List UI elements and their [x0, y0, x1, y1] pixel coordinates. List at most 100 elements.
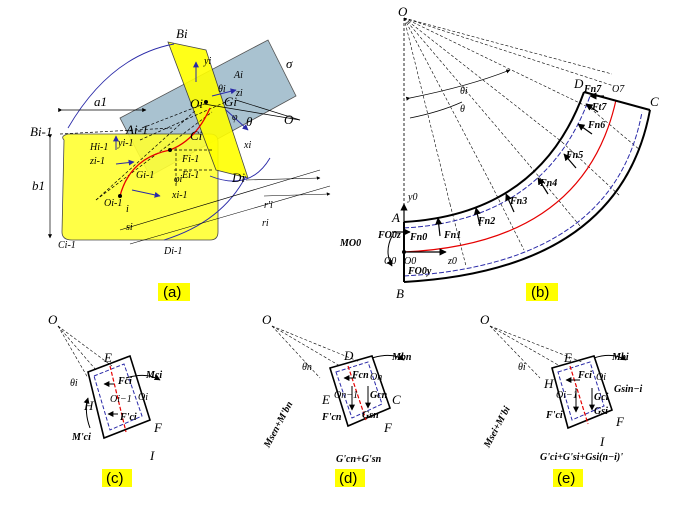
label-O-nm1: On−1	[334, 390, 358, 401]
label-i-index: i	[126, 204, 129, 215]
label-G-sum-e: G'ci+G'si+Gsi(n−i)'	[540, 452, 623, 463]
caption-d-bg	[335, 469, 365, 487]
label-y-i: yi	[203, 56, 211, 67]
label-A-b: A	[391, 210, 400, 225]
label-F-ci-prime: F'ci	[119, 412, 137, 423]
panel-e: O θi E Mbi H Fci Oi Oi−1 Gsin−i Gci Gsi …	[480, 312, 643, 487]
panel-d: O θn D Mbn Fcn On E On−1 Gcn C F'cn Gsn …	[261, 312, 412, 487]
label-O-d: O	[262, 312, 272, 327]
label-x-im1: xi-1	[171, 190, 188, 201]
label-F-e: F	[615, 414, 625, 429]
label-E-im1: Ei-1	[181, 170, 199, 181]
label-B-b: B	[396, 286, 404, 301]
label-F-n0: Fn0	[409, 232, 427, 243]
label-F-ci: Fci	[117, 376, 132, 387]
label-a1: a1	[94, 94, 107, 109]
label-y-im1: yi-1	[117, 138, 134, 149]
label-F-n4: Fn4	[539, 178, 557, 189]
label-G-sn: Gsn	[362, 410, 379, 421]
label-G-sum-d: G'cn+G'sn	[336, 454, 382, 465]
label-theta-n: θn	[302, 362, 312, 373]
label-H-e: H	[543, 376, 554, 391]
label-F-ci-e: Fci	[577, 370, 592, 381]
label-B-i: Bi	[176, 26, 188, 41]
label-O0-left: O0	[384, 256, 396, 267]
label-B-im1: Bi-1	[30, 124, 52, 139]
label-F-n3: Fn3	[509, 196, 527, 207]
label-O7: O7	[612, 84, 625, 95]
label-F-im1: Fi-1	[181, 154, 199, 165]
label-C-b: C	[650, 94, 659, 109]
label-F-n2: Fn2	[477, 216, 495, 227]
label-theta-i-e: θi	[518, 362, 526, 373]
label-r-prime-i: r'i	[264, 200, 273, 211]
label-H-im1: Hi-1	[89, 142, 108, 153]
label-F-cn-prime: F'cn	[321, 412, 342, 423]
label-O-c: O	[48, 312, 58, 327]
caption-e: (e)	[557, 470, 575, 487]
label-F-O0y: FO0y	[407, 266, 432, 277]
caption-c: (c)	[106, 470, 124, 487]
label-r-i: ri	[262, 218, 269, 229]
label-F-n7: Fn7	[583, 84, 602, 95]
section-i-1	[61, 133, 219, 241]
label-M-bn: Mbn	[391, 352, 412, 363]
label-C-d: C	[392, 392, 401, 407]
label-E-d: E	[321, 392, 330, 407]
label-F-ci-prime-e: F'ci	[545, 410, 563, 421]
label-b1: b1	[32, 178, 45, 193]
label-G-si-top: Gsin−i	[614, 384, 643, 395]
label-G-si-e: Gsi	[594, 406, 608, 417]
caption-d: (d)	[339, 470, 357, 487]
label-M-sum-e: Msei+M'bi	[481, 404, 512, 450]
caption-c-bg	[102, 469, 132, 487]
label-O-e: O	[480, 312, 490, 327]
label-M-ci-prime: M'ci	[71, 432, 91, 443]
label-M-ci: Mci	[145, 370, 162, 381]
label-C-i: Ci	[190, 128, 203, 143]
label-z-im1: zi-1	[89, 156, 105, 167]
label-M-sum-d: Msen+M'bn	[261, 399, 295, 450]
label-F-c: F	[153, 420, 163, 435]
label-G-im1: Gi-1	[136, 170, 154, 181]
label-theta-a: θ	[246, 114, 253, 129]
caption-a-bg	[158, 283, 190, 301]
label-O-n: On	[370, 372, 382, 383]
label-phi-a: φ	[232, 112, 238, 123]
label-F-cn: Fcn	[351, 370, 369, 381]
panel-b: O D Fn7 O7 C θi θ Ft7 Fn6 Fn5 Fn4 Fn3 Fn…	[339, 4, 659, 301]
label-E-e: E	[563, 350, 572, 365]
label-F-n1: Fn1	[443, 230, 461, 241]
label-G-i: Gi	[224, 94, 237, 109]
label-s-i: si	[126, 222, 133, 233]
label-O-a: O	[284, 112, 294, 127]
label-D-i: Di	[231, 170, 245, 185]
label-O-im1: Oi-1	[104, 198, 122, 209]
label-O0-right: O0	[404, 256, 416, 267]
label-theta-i-c: θi	[70, 378, 78, 389]
label-O-i-c: Oi	[138, 392, 148, 403]
label-O-im1-e: Oi−1	[556, 390, 578, 401]
label-O-i: Oi	[190, 96, 203, 111]
label-G-cn: Gcn	[370, 390, 388, 401]
label-C-im1: Ci-1	[58, 240, 76, 251]
label-F-O0z: FO0z	[377, 230, 401, 241]
label-I-e: I	[599, 434, 605, 449]
caption-e-bg	[553, 469, 583, 487]
label-I-c: I	[149, 448, 155, 463]
label-M-bi: Mbi	[611, 352, 629, 363]
label-x-i: xi	[243, 140, 251, 151]
label-phi-i: φi	[174, 174, 183, 185]
caption-a: (a)	[163, 284, 181, 301]
label-z0: z0	[447, 256, 457, 267]
label-theta-b: θ	[460, 104, 465, 115]
label-theta-i: θi	[218, 84, 226, 95]
label-O-im1-c: Oi−1	[110, 394, 132, 405]
label-z-i: zi	[235, 88, 243, 99]
caption-b-bg	[526, 283, 558, 301]
label-O-b: O	[398, 4, 408, 19]
caption-b: (b)	[531, 284, 549, 301]
label-G-ci-e: Gci	[594, 392, 609, 403]
